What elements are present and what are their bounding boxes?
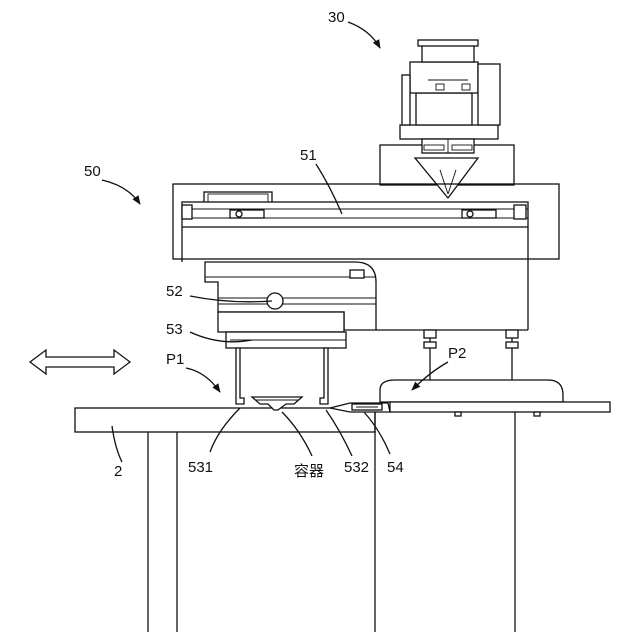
side-table xyxy=(375,410,515,632)
label-p2: P2 xyxy=(448,345,466,362)
stage-p2 xyxy=(380,380,610,416)
label-50: 50 xyxy=(84,163,101,180)
rail-supports xyxy=(424,330,518,382)
label-p1: P1 xyxy=(166,351,184,368)
label-container: 容器 xyxy=(294,463,324,480)
holder-53 xyxy=(218,312,346,348)
label-2: 2 xyxy=(114,463,122,480)
claw-531 xyxy=(236,348,244,404)
label-54: 54 xyxy=(387,459,404,476)
label-51: 51 xyxy=(300,147,317,164)
claw-532 xyxy=(320,348,328,404)
double-arrow-icon xyxy=(30,350,130,374)
label-531: 531 xyxy=(188,459,213,476)
label-53: 53 xyxy=(166,321,183,338)
label-52: 52 xyxy=(166,283,183,300)
label-30: 30 xyxy=(328,9,345,26)
table-2 xyxy=(75,408,375,632)
drive-unit-30 xyxy=(380,40,514,198)
label-532: 532 xyxy=(344,459,369,476)
